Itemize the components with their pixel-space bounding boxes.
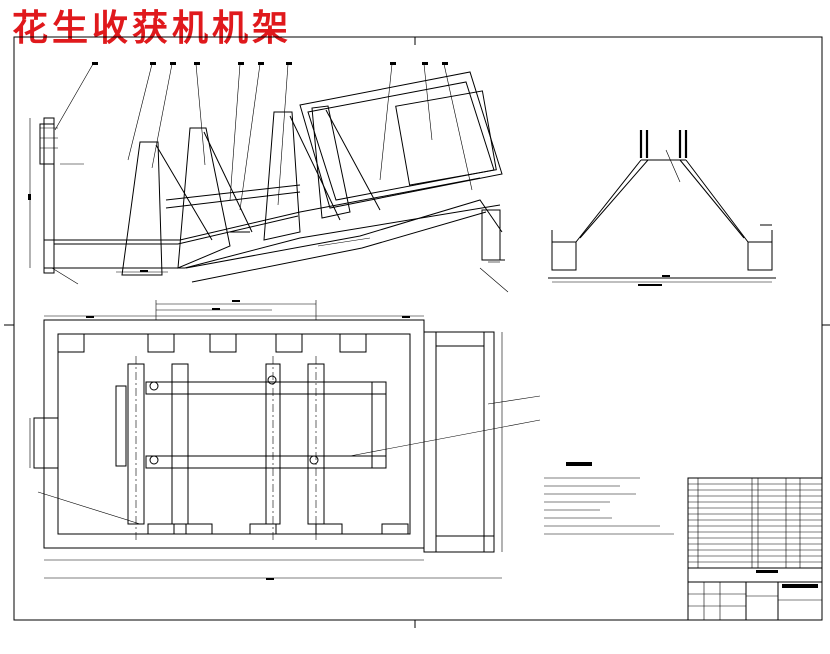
front-view — [29, 63, 509, 293]
title-block — [687, 477, 823, 621]
end-view — [548, 130, 776, 283]
top-view — [29, 300, 541, 579]
drawing-title: 花生收获机机架 — [12, 7, 293, 49]
technical-notes — [544, 477, 674, 535]
dimension-labels — [28, 62, 818, 588]
sheet-border — [4, 36, 830, 628]
